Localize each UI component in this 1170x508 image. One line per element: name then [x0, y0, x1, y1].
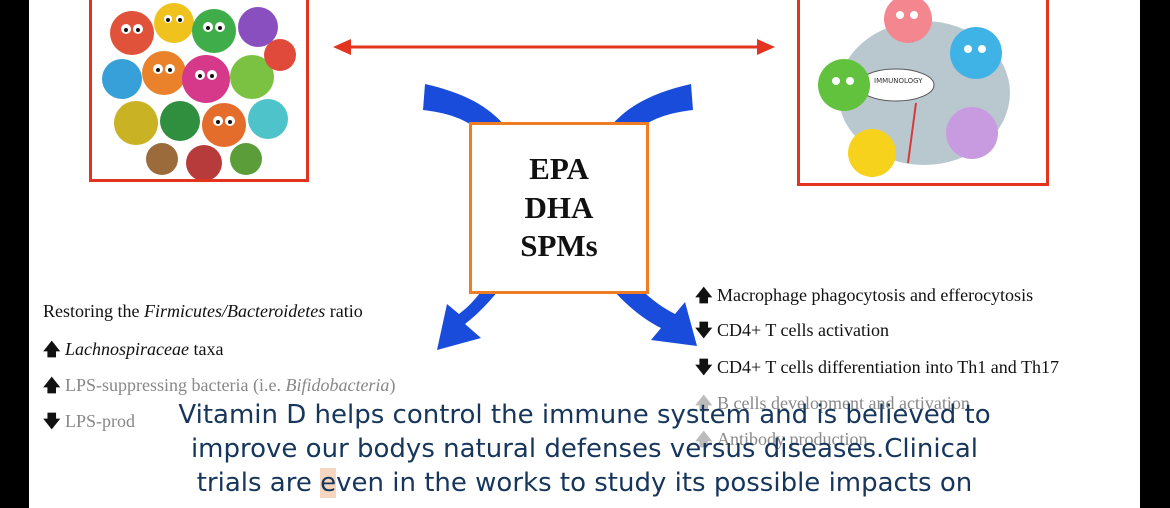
- microbiota-effect-1: 🡅Lachnospiraceae taxa: [43, 337, 223, 366]
- center-term-epa: EPA: [529, 150, 589, 186]
- arrowhead-left: [333, 39, 351, 55]
- immune-effect-3: 🡇CD4+ T cells differentiation into Th1 a…: [695, 355, 1059, 384]
- microbiota-effect-3: 🡇LPS-prod: [43, 409, 135, 438]
- center-term-spms: SPMs: [520, 228, 598, 264]
- arrow-down-icon: 🡇: [695, 358, 713, 378]
- immune-effect-1: 🡅Macrophage phagocytosis and efferocytos…: [695, 283, 1033, 312]
- arrow-up-icon: 🡅: [43, 376, 61, 396]
- caption-line-2: improve our bodys natural defenses versu…: [190, 434, 979, 464]
- immunology-label: IMMUNOLOGY: [874, 77, 923, 85]
- omega3-box: EPA DHA SPMs: [469, 122, 649, 294]
- gut-microbiota-panel: [89, 0, 309, 182]
- arrow-down-icon: 🡇: [695, 321, 713, 341]
- caption-line-3: trials are even in the works to study it…: [196, 468, 973, 498]
- arrow-up-icon: 🡅: [43, 340, 61, 360]
- subtitle-caption: Vitamin D helps control the immune syste…: [29, 398, 1140, 500]
- arrow-up-icon: 🡅: [695, 286, 713, 306]
- immune-effect-5: 🡅Antibody production: [695, 427, 868, 456]
- immune-cells-illustration: [818, 0, 1010, 177]
- arrow-up-icon: 🡅: [695, 394, 713, 414]
- microbiota-heading: Restoring the Firmicutes/Bacteroidetes r…: [43, 301, 363, 321]
- microbes-illustration: [102, 3, 296, 179]
- arrow-down-icon: 🡇: [43, 412, 61, 432]
- immune-system-panel: IMMUNOLOGY: [797, 0, 1049, 186]
- center-term-dha: DHA: [524, 189, 594, 225]
- immune-effect-2: 🡇CD4+ T cells activation: [695, 318, 889, 347]
- microbiota-effect-2: 🡅LPS-suppressing bacteria (i.e. Bifidoba…: [43, 373, 395, 402]
- arrow-up-icon: 🡅: [695, 430, 713, 450]
- figure-stage: IMMUNOLOGY EPA DHA SPMs Restoring the Fi…: [29, 0, 1140, 508]
- caption-line-1: Vitamin D helps control the immune syste…: [178, 400, 991, 430]
- arrowhead-right: [757, 39, 775, 55]
- immune-effect-4: 🡅B cells development and activation: [695, 391, 970, 420]
